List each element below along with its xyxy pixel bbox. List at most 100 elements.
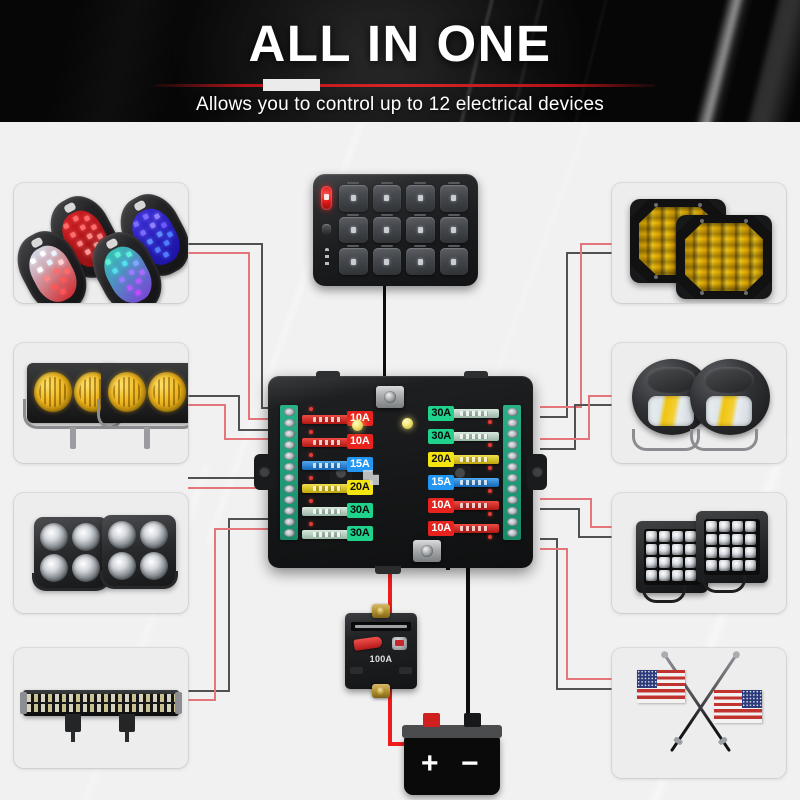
- switch-button-9[interactable]: [339, 245, 368, 275]
- switch-button-11[interactable]: [406, 245, 435, 275]
- terminal-strip-right[interactable]: [503, 405, 521, 540]
- terminal-screw[interactable]: [283, 430, 295, 438]
- mount-stud: [144, 427, 150, 449]
- product-card-rgb-rock-lights[interactable]: [14, 183, 188, 303]
- reset-button[interactable]: [392, 637, 407, 650]
- terminal-screw[interactable]: [506, 452, 518, 460]
- terminal-screw[interactable]: [506, 474, 518, 482]
- terminal-screw[interactable]: [283, 408, 295, 416]
- terminal-screw[interactable]: [506, 441, 518, 449]
- terminal-screw[interactable]: [506, 485, 518, 493]
- upper-lens: [646, 367, 696, 393]
- wire-positive: [188, 487, 206, 489]
- terminal-screw[interactable]: [506, 496, 518, 504]
- terminal-screw[interactable]: [283, 419, 295, 427]
- switch-button-2[interactable]: [372, 182, 401, 212]
- switch-button-3[interactable]: [406, 182, 435, 212]
- breaker-terminal-post-in[interactable]: [372, 604, 390, 618]
- mount-bracket: [97, 399, 188, 429]
- wire-positive: [214, 528, 286, 530]
- led-reflector: [40, 523, 68, 551]
- status-led-right: [402, 418, 413, 429]
- header-glow: [170, 0, 590, 122]
- wire-positive: [540, 438, 590, 440]
- fuse-left-1: [302, 415, 352, 424]
- terminal-screw[interactable]: [506, 419, 518, 427]
- terminal-screw[interactable]: [506, 507, 518, 515]
- breaker-lever[interactable]: [353, 636, 383, 651]
- terminal-strip-left[interactable]: [280, 405, 298, 540]
- switch-button-5[interactable]: [339, 213, 368, 244]
- product-card-round-fog-lights[interactable]: [612, 343, 786, 463]
- amber-lens: [34, 372, 72, 412]
- fuse-indicator: [488, 535, 492, 539]
- wire-negative: [540, 508, 580, 510]
- wire-negative: [188, 243, 263, 245]
- terminal-screw[interactable]: [283, 452, 295, 460]
- led-reflector: [140, 552, 168, 580]
- fuse-right-5: [449, 501, 499, 510]
- wire-negative: [261, 243, 263, 409]
- switch-panel[interactable]: [313, 174, 478, 286]
- vehicle-battery[interactable]: + −: [402, 713, 502, 795]
- product-card-flag-whips[interactable]: [612, 648, 786, 778]
- circuit-breaker[interactable]: 100A: [345, 604, 417, 698]
- terminal-screw[interactable]: [506, 518, 518, 526]
- wire-negative: [566, 252, 568, 418]
- fuse-right-6: [449, 524, 499, 533]
- cable-switchpanel-to-box: [383, 286, 386, 378]
- amber-lens: [108, 372, 146, 412]
- fuse-rating-right-2: 30A: [428, 429, 454, 444]
- terminal-screw[interactable]: [283, 441, 295, 449]
- breaker-terminal-post-out[interactable]: [372, 684, 390, 698]
- product-card-amber-dual-pods[interactable]: [14, 343, 188, 463]
- product-card-octagon-driving-lights[interactable]: [612, 183, 786, 303]
- product-card-cube-lights[interactable]: [14, 493, 188, 613]
- switch-button-7[interactable]: [406, 213, 435, 244]
- mount-bracket: [65, 714, 81, 742]
- dimmer-knob[interactable]: [322, 224, 331, 235]
- switch-button-8[interactable]: [439, 213, 468, 244]
- positive-terminal-stud[interactable]: [376, 386, 404, 408]
- product-card-light-bar[interactable]: [14, 648, 188, 768]
- terminal-screw[interactable]: [283, 529, 295, 537]
- relay-fuse-box[interactable]: 10A 10A 15A 20A 30A 30A 30A 30A 20A 15A …: [254, 371, 547, 574]
- switch-button-6[interactable]: [372, 213, 401, 244]
- switch-button-10[interactable]: [372, 245, 401, 275]
- switch-button-12[interactable]: [439, 245, 468, 275]
- power-button[interactable]: [321, 186, 332, 210]
- terminal-screw[interactable]: [283, 474, 295, 482]
- switch-button-4[interactable]: [439, 182, 468, 212]
- fuse-rating-right-6: 10A: [428, 521, 454, 536]
- terminal-screw[interactable]: [283, 463, 295, 471]
- terminal-screw[interactable]: [506, 430, 518, 438]
- terminal-screw[interactable]: [283, 507, 295, 515]
- fuse-rating-left-4: 20A: [347, 480, 373, 495]
- terminal-screw[interactable]: [506, 408, 518, 416]
- terminal-screw[interactable]: [283, 496, 295, 504]
- fuse-rating-right-3: 20A: [428, 452, 454, 467]
- mount-stud: [70, 427, 76, 449]
- led-face: [644, 529, 700, 585]
- wire-negative: [574, 404, 612, 406]
- wire-negative: [566, 252, 612, 254]
- fuse-indicator: [309, 522, 313, 526]
- terminal-screw[interactable]: [283, 485, 295, 493]
- wire-positive: [224, 438, 286, 440]
- battery-positive-terminal[interactable]: [423, 713, 440, 727]
- wire-positive: [590, 526, 612, 528]
- product-card-work-light-pods[interactable]: [612, 493, 786, 613]
- terminal-screw[interactable]: [506, 529, 518, 537]
- wire-positive: [540, 498, 592, 500]
- negative-terminal-stud[interactable]: [413, 540, 441, 562]
- amber-lens: [685, 223, 763, 291]
- wire-negative: [578, 536, 612, 538]
- led-row: [27, 704, 175, 712]
- terminal-screw[interactable]: [506, 463, 518, 471]
- wire-positive: [580, 243, 582, 408]
- battery-negative-terminal[interactable]: [464, 713, 481, 727]
- wire-negative: [212, 477, 286, 479]
- terminal-screw[interactable]: [283, 518, 295, 526]
- wire-positive: [248, 252, 250, 419]
- switch-button-1[interactable]: [339, 182, 368, 212]
